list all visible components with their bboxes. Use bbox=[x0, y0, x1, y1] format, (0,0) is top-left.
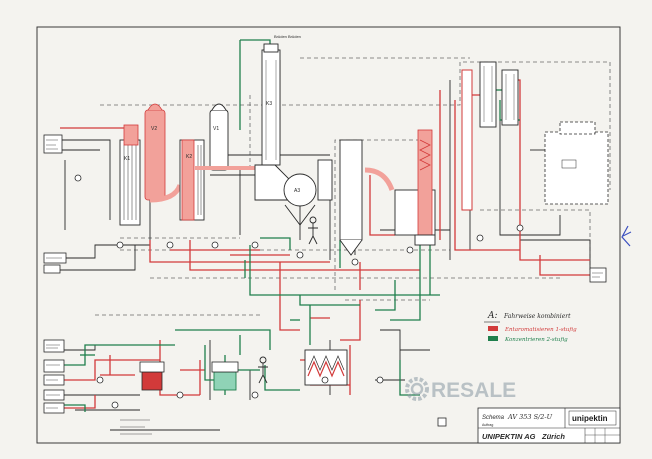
vessel-label-k3: K3 bbox=[266, 101, 272, 107]
legend-title: Fahrweise kombiniert bbox=[503, 313, 571, 320]
legend-title-prefix: A: bbox=[487, 311, 498, 321]
gear-icon bbox=[405, 377, 429, 401]
resale-watermark: RESALE bbox=[405, 377, 516, 402]
vessel-label-k2: K2 bbox=[186, 154, 192, 160]
watermark-text: RESALE bbox=[431, 379, 516, 402]
tall-column-k3 bbox=[254, 43, 291, 201]
green-process-lines bbox=[60, 39, 520, 412]
order-label: Auftrag bbox=[482, 423, 493, 427]
column-k1 bbox=[119, 124, 141, 226]
scheme-label: Schema bbox=[482, 415, 505, 421]
legend-item-konzentrieren: Konzentrieren 2-stufig bbox=[504, 337, 568, 343]
legend-swatch-red bbox=[488, 326, 498, 331]
aroma-column bbox=[364, 129, 436, 246]
condenser-bank bbox=[461, 61, 519, 211]
instruments bbox=[74, 174, 524, 409]
vessel-label-a3: A3 bbox=[294, 188, 300, 194]
separator-2 bbox=[195, 103, 255, 171]
storage-tank bbox=[544, 121, 609, 205]
tank-red bbox=[139, 361, 165, 391]
bottom-left-notes bbox=[120, 419, 152, 435]
company-name: UNIPEKTIN AG bbox=[482, 432, 536, 441]
tank-green bbox=[211, 361, 239, 391]
vent-label: Brüden Brüden bbox=[274, 34, 301, 39]
column-k2 bbox=[179, 139, 205, 221]
vessel-label-k1: K1 bbox=[124, 156, 130, 162]
legend: A: Fahrweise kombiniert Entaromatisieren… bbox=[484, 311, 577, 343]
separator-red-1 bbox=[144, 103, 183, 203]
operator-figure bbox=[258, 216, 318, 384]
drawing-frame bbox=[36, 26, 621, 444]
title-block: Schema AV 353 S/2-U Auftrag UNIPEKTIN AG… bbox=[477, 407, 621, 444]
evaporator-a3 bbox=[283, 139, 363, 256]
ink-arrow-mark-icon bbox=[621, 225, 632, 247]
label-box-text bbox=[46, 139, 603, 409]
legend-item-entaromatisieren: Entaromatisieren 1-stufig bbox=[504, 327, 577, 333]
vessel-label-v1: V1 bbox=[213, 126, 219, 132]
vessel-label-v2: V2 bbox=[151, 126, 157, 132]
company-city: Zürich bbox=[541, 432, 565, 441]
legend-swatch-green bbox=[488, 336, 498, 341]
dashed-utility-lines bbox=[95, 57, 611, 316]
scheme-number: AV 353 S/2-U bbox=[507, 413, 553, 421]
company-logo: unipektin bbox=[572, 414, 608, 423]
